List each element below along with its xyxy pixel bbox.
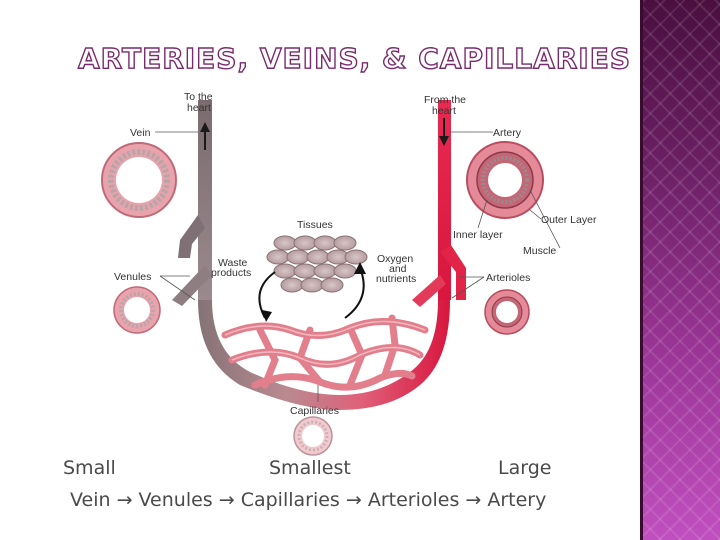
capillary-cross-section xyxy=(293,416,333,456)
inner-layer-label: Inner layer xyxy=(453,229,503,241)
vein-trunk xyxy=(198,100,212,300)
vein-label: Vein xyxy=(130,127,151,139)
venule-branch xyxy=(178,215,205,258)
muscle-label: Muscle xyxy=(523,245,556,257)
waste-arrow-icon xyxy=(258,271,276,319)
to-heart-label-line1: To the xyxy=(184,91,213,103)
outer-layer-label: Outer Layer xyxy=(541,214,597,226)
oxygen-label-line3: nutrients xyxy=(376,273,416,285)
caption-small: Small xyxy=(63,457,116,479)
sidebar-edge xyxy=(640,0,643,540)
leader-lines xyxy=(155,131,561,402)
to-heart-label-line2: heart xyxy=(187,102,211,114)
tissues-label: Tissues xyxy=(297,219,333,231)
waste-label-line1: Waste xyxy=(218,257,248,269)
artery-label: Artery xyxy=(493,127,522,139)
arterioles-label: Arterioles xyxy=(486,272,530,284)
decorative-sidebar xyxy=(640,0,720,540)
oxygen-label-line1: Oxygen xyxy=(377,253,413,265)
caption-smallest: Smallest xyxy=(269,457,351,479)
circulation-diagram: To the heart From the heart Vein Artery … xyxy=(101,91,597,456)
artery-cross-section xyxy=(466,141,544,219)
slide-title: ARTERIES, VEINS, & CAPILLARIES xyxy=(77,41,632,75)
arteriole-branch-lower xyxy=(412,275,446,307)
waste-label-line2: products xyxy=(211,267,251,279)
venule-branch-lower xyxy=(172,265,212,306)
vein-cross-section xyxy=(101,142,177,218)
venule-cross-section xyxy=(113,286,161,334)
venules-label: Venules xyxy=(114,271,151,283)
tissue-cells xyxy=(266,235,368,293)
arteriole-branch xyxy=(440,245,466,300)
from-heart-label-line2: heart xyxy=(432,105,456,117)
arteriole-cross-section xyxy=(484,289,530,335)
capillaries-label: Capillaries xyxy=(290,405,339,417)
from-heart-label-line1: From the xyxy=(424,94,466,106)
caption-sequence: Vein → Venules → Capillaries → Arteriole… xyxy=(70,489,547,511)
oxygen-label-line2: and xyxy=(389,263,407,275)
caption-large: Large xyxy=(498,457,552,479)
